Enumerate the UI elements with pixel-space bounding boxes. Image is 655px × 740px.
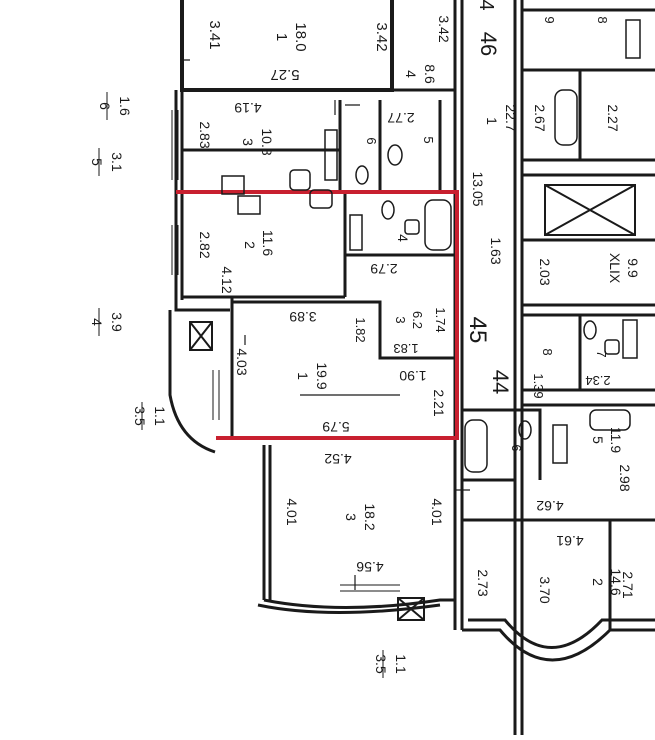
room-number: 5 [421, 136, 436, 143]
room-number: 6 [509, 444, 524, 451]
lift-area: 9.9 [625, 258, 641, 278]
top-right-labels: 9 8 [542, 16, 610, 23]
room-area: 22.7 [503, 104, 519, 131]
balcony-number: 5 [89, 158, 105, 166]
balcony-number: 3.5 [373, 654, 389, 674]
ventilation-shaft-icon [189, 321, 425, 621]
room-number: 8 [540, 348, 555, 355]
balcony-area: 3.9 [109, 312, 125, 332]
dim-label: 3.41 [206, 20, 223, 49]
balcony-area: 1.6 [117, 96, 133, 116]
room-area: 11.9 [608, 427, 624, 453]
balcony-area: 1.1 [152, 406, 168, 426]
dim-label: 2.79 [370, 261, 397, 277]
dim-label: 4.61 [556, 533, 583, 549]
dim-label: 1.82 [353, 317, 368, 342]
dim-label: 2.71 [620, 571, 636, 598]
room-number: 9 [542, 16, 557, 23]
room-number: 3 [393, 316, 408, 323]
dim-label: 4.01 [429, 498, 445, 525]
bathtub-icon [424, 89, 631, 473]
dimension-ticks [180, 59, 516, 590]
sink-icon [289, 169, 620, 355]
room-number: 4 [395, 234, 411, 242]
dim-label: 2.77 [387, 110, 414, 126]
balcony-number: 6 [97, 102, 113, 110]
stair-number: 46 [476, 32, 501, 56]
dim-label: 2.83 [197, 121, 213, 148]
balcony-area: 3.1 [109, 152, 125, 172]
toilet-icon [355, 144, 597, 440]
dim-label: 3.42 [373, 22, 390, 51]
dim-label: 2.27 [605, 104, 621, 131]
elevator-shaft-icon [544, 184, 636, 236]
dim-label: 4.56 [356, 559, 383, 575]
dim-label: 2.73 [475, 569, 491, 596]
dim-label: 2.82 [197, 231, 213, 258]
room-area: 10.8 [259, 128, 275, 155]
room-number: 7 [594, 350, 609, 357]
walls [168, 0, 655, 735]
dim-label: 2.03 [537, 258, 553, 285]
room-number: 3 [343, 513, 359, 521]
room-number: 2 [590, 578, 606, 586]
room-area: 18.0 [292, 22, 309, 51]
dim-label: 1.90 [399, 368, 426, 384]
apartment-number: 45 [464, 317, 491, 344]
dim-label: 4.19 [234, 100, 261, 116]
balcony-labels: 6 1.6 5 3.1 4 3.9 3.5 1.1 3.5 1.1 [89, 92, 409, 678]
room-number: 1 [295, 372, 311, 380]
highlighted-apartment[interactable] [176, 190, 459, 440]
dim-label: 3.70 [537, 576, 553, 603]
dim-label: 2.98 [617, 464, 633, 491]
room-area: 14.6 [608, 568, 624, 595]
dim-label: 1.83 [393, 341, 418, 356]
room-area: 11.6 [260, 230, 276, 256]
room-number: 1 [273, 33, 290, 41]
room-number: 3 [240, 138, 256, 146]
apartment-number: 44 [488, 370, 513, 394]
balcony-area: 1.1 [393, 654, 409, 674]
dim-label: 5.79 [322, 419, 349, 435]
room-area: 8.6 [422, 64, 438, 84]
room-number: 2 [242, 241, 258, 249]
room-number: 4 [403, 70, 419, 78]
dim-label: 1.74 [433, 307, 448, 332]
dim-label: 2.34 [585, 373, 610, 388]
room-number: 5 [590, 436, 606, 444]
dim-label: 4.52 [324, 451, 351, 467]
balcony-number: 4 [89, 318, 105, 326]
dim-label: 4.12 [219, 266, 235, 293]
dim-label: 3.42 [436, 15, 452, 42]
dim-label: 3.89 [289, 309, 316, 325]
lift-number: XLIX [607, 253, 623, 284]
room-area: 19.9 [314, 362, 330, 389]
room-number: 6 [364, 137, 379, 144]
dimension-labels: 3.41 1 18.0 3.42 5.27 3.42 4 8.6 46 4 4.… [197, 0, 641, 604]
room-area: 6.2 [410, 311, 425, 329]
dim-label: 5.27 [270, 66, 299, 83]
room-number: 8 [595, 16, 610, 23]
room-area: 18.2 [362, 503, 378, 530]
dim-label: 4.62 [536, 498, 563, 514]
top-fraction: 4 [475, 0, 497, 11]
stove-icon [221, 19, 641, 464]
dim-label: 4.03 [234, 348, 250, 375]
dim-label: 1.39 [531, 373, 546, 398]
room-number: 1 [484, 117, 500, 125]
dim-label: 1.63 [488, 237, 504, 264]
windows [171, 110, 400, 592]
dim-label: 13.05 [470, 171, 486, 206]
dim-label: 4.01 [284, 498, 300, 525]
balcony-number: 3.5 [132, 406, 148, 426]
dim-label: 2.21 [431, 389, 447, 416]
dim-label: 2.67 [532, 104, 548, 131]
